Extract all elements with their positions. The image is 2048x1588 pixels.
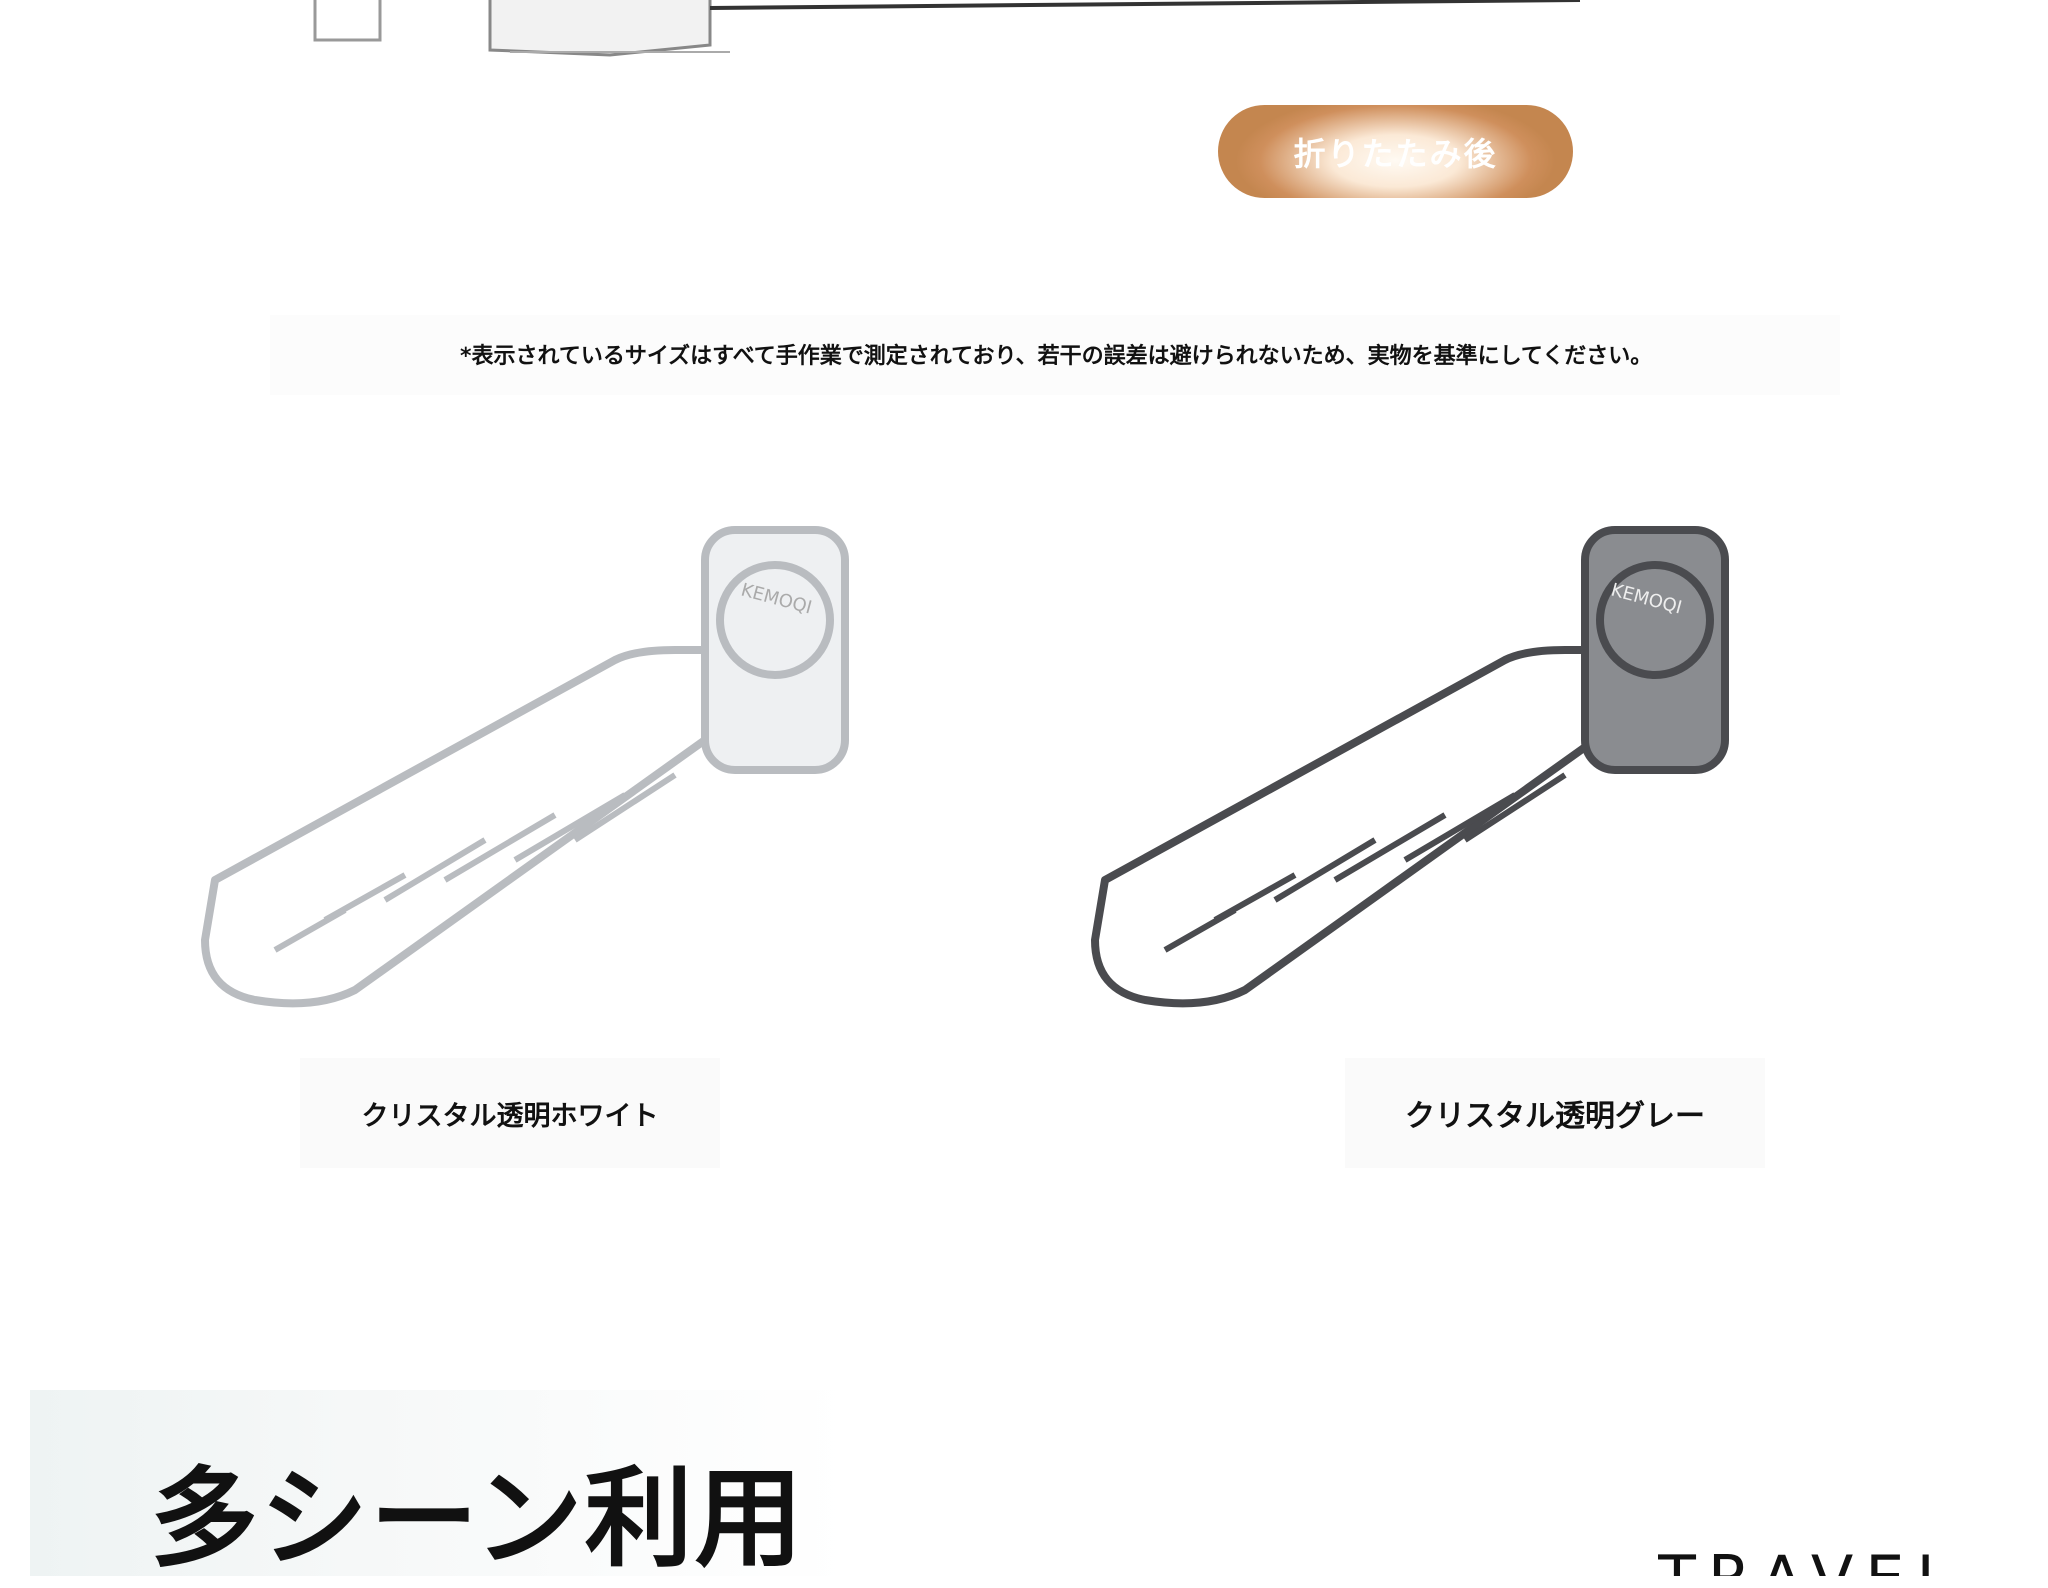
section-subtitle: TRAVEL <box>1658 1548 1963 1576</box>
scene-background <box>30 1390 850 1576</box>
variant-label-grey: クリスタル透明グレー <box>1345 1058 1765 1168</box>
measurement-note: *表示されているサイズはすべて手作業で測定されており、若干の誤差は避けられないた… <box>460 344 1653 369</box>
product-image-top <box>313 0 1581 57</box>
variant-label-white: クリスタル透明ホワイト <box>300 1058 720 1168</box>
folded-badge-label: 折りたたみ後 <box>1293 134 1498 173</box>
folded-badge: 折りたたみ後 <box>1218 105 1573 198</box>
note-background <box>270 315 1840 395</box>
section-title: 多シーン利用 <box>150 1457 805 1582</box>
product-image-grey: KEMOQI <box>1091 526 1729 1008</box>
product-image-white: KEMOQI <box>201 526 849 1008</box>
